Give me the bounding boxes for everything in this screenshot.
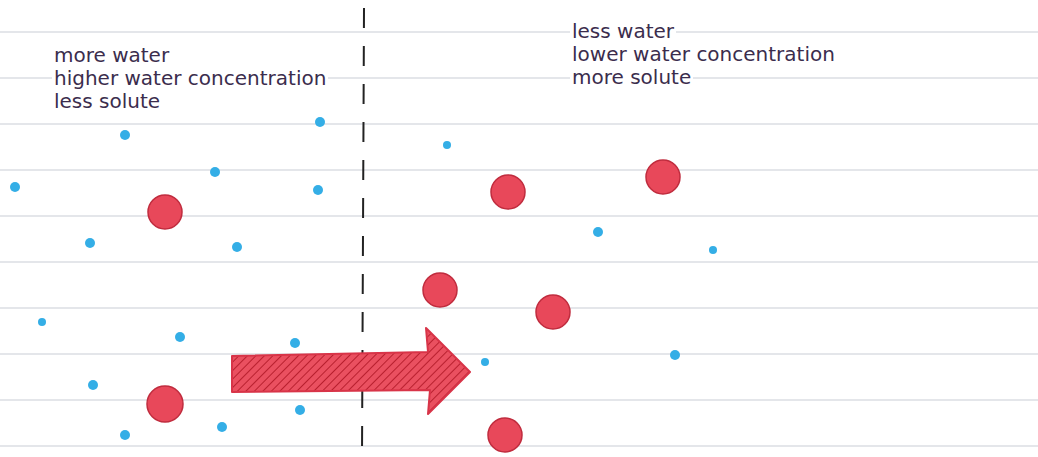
side-note: lower water concentration: [570, 43, 837, 65]
side-note: higher water concentration: [52, 67, 328, 89]
side-note: more solute: [570, 66, 693, 88]
side-note: less solute: [52, 90, 162, 112]
notebook-lines: [0, 32, 1038, 446]
solute-particles: [147, 160, 680, 452]
side-note: less water: [570, 20, 676, 42]
side-note: more water: [52, 44, 171, 66]
water-molecules: [10, 117, 717, 440]
osmosis-arrow: [232, 328, 470, 414]
